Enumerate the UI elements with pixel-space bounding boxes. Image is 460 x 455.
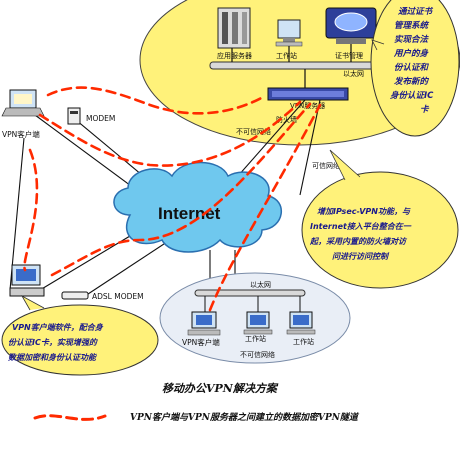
tunnel-legend: VPN客户端与VPN服务器之间建立的数据加密VPN隧道	[33, 412, 360, 423]
tunnel-legend-text: VPN客户端与VPN服务器之间建立的数据加密VPN隧道	[130, 412, 360, 423]
cert-callout-line: 份认证和	[394, 62, 430, 73]
client-callout-text: VPN客户端软件，配合身 份认证IC卡，实现增强的 数据加密和身份认证功能	[8, 323, 104, 362]
client-callout-bubble	[1, 304, 159, 376]
client-callout-line: VPN客户端软件，配合身	[12, 323, 104, 332]
adsl-modem-label: ADSL MODEM	[92, 292, 144, 301]
ipsec-callout-line: 问进行访问控制	[332, 252, 390, 261]
branch-workstation-1	[243, 311, 273, 335]
internet-label: Internet	[158, 204, 221, 223]
cert-callout-line: 管理系统	[394, 20, 430, 31]
vpn-tunnels	[23, 86, 322, 312]
ipsec-callout-bubble	[301, 171, 459, 289]
application-server	[217, 7, 251, 49]
cert-callout-line: 用户的身	[393, 48, 430, 59]
cert-server	[325, 7, 377, 44]
branch-lan-label: 以太网	[250, 280, 271, 289]
branch-untrusted-label: 不可信网络	[240, 350, 275, 359]
hq-lan-bus	[209, 44, 401, 88]
app-server-label: 应用服务器	[217, 51, 252, 60]
ipsec-callout-text: 增加IPsec-VPN功能，与 Internet接入平台整合在一 起，采用内置的…	[309, 207, 412, 261]
diagram-title: 移动办公VPN解决方案	[162, 382, 279, 395]
ipsec-callout-line: Internet接入平台整合在一	[310, 222, 412, 231]
cert-callout-bubble	[370, 0, 460, 137]
branch-ws1-label: 工作站	[245, 334, 266, 343]
cert-callout-line: 通过证书	[398, 6, 434, 17]
hq-lan-label: 以太网	[343, 69, 364, 78]
vpn-server-device	[267, 87, 349, 101]
remote-client-top-label: VPN客户端	[2, 129, 40, 139]
firewall-label: 防火墙	[276, 115, 297, 124]
client-callout-line: 数据加密和身份认证功能	[8, 353, 97, 362]
cert-callout-line: 发布新的	[394, 76, 430, 87]
trusted-network-label: 可信网络	[312, 161, 340, 170]
remote-laptop-top	[1, 89, 45, 117]
cert-callout-line: 卡	[420, 104, 430, 115]
branch-workstation-2	[286, 311, 316, 335]
hq-workstation-label: 工作站	[276, 51, 297, 60]
ipsec-callout-line: 增加IPsec-VPN功能，与	[317, 207, 411, 216]
cert-callout-text: 通过证书 管理系统 实现合法 用户的身 份认证和 发布新的 身份认证IC 卡	[390, 6, 434, 115]
remote-desktop-bottom	[9, 264, 45, 297]
hq-workstation	[275, 19, 303, 47]
cert-server-label: 证书管理	[335, 51, 363, 60]
adsl-modem	[61, 291, 89, 300]
branch-lan-bus	[194, 289, 306, 312]
hq-untrusted-label: 不可信网络	[236, 127, 271, 136]
cert-callout-line: 身份认证IC	[390, 90, 434, 101]
modem-label: MODEM	[86, 114, 115, 123]
branch-vpn-client	[187, 311, 221, 336]
branch-ws2-label: 工作站	[293, 337, 314, 346]
branch-client-label: VPN客户端	[182, 337, 220, 347]
modem-top	[67, 107, 81, 125]
ipsec-callout-line: 起，采用内置的防火墙对访	[309, 237, 408, 246]
internet-cloud	[113, 161, 283, 253]
cert-callout-line: 实现合法	[394, 34, 430, 45]
client-callout-line: 份认证IC卡，实现增强的	[8, 338, 99, 347]
